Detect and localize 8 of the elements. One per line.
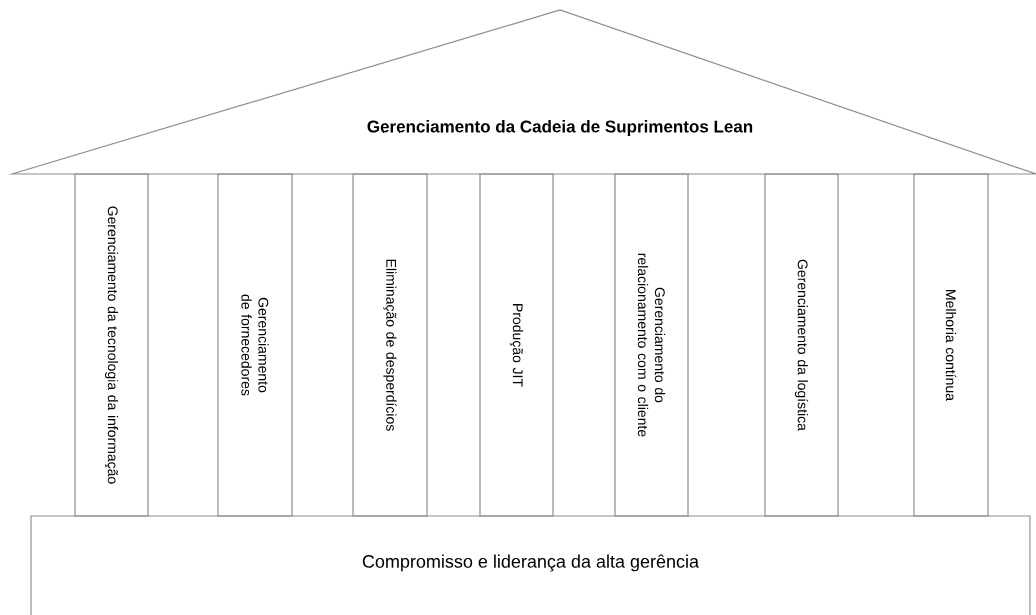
- pillar-box: Gerenciamento da logística: [764, 173, 839, 517]
- pillar-box: Gerenciamento do relacionamento com o cliente: [614, 173, 689, 517]
- pillar-box: Eliminação de desperdícios: [352, 173, 428, 517]
- pillar-box: Gerenciamento da tecnologia da informação: [74, 173, 149, 517]
- pillar-box: Produção JIT: [479, 173, 554, 517]
- pillar-box: Melhoria contínua: [913, 173, 989, 517]
- pillar-box: Gerenciamento de fornecedores: [217, 173, 293, 517]
- base-box: Compromisso e liderança da alta gerência: [30, 515, 1031, 615]
